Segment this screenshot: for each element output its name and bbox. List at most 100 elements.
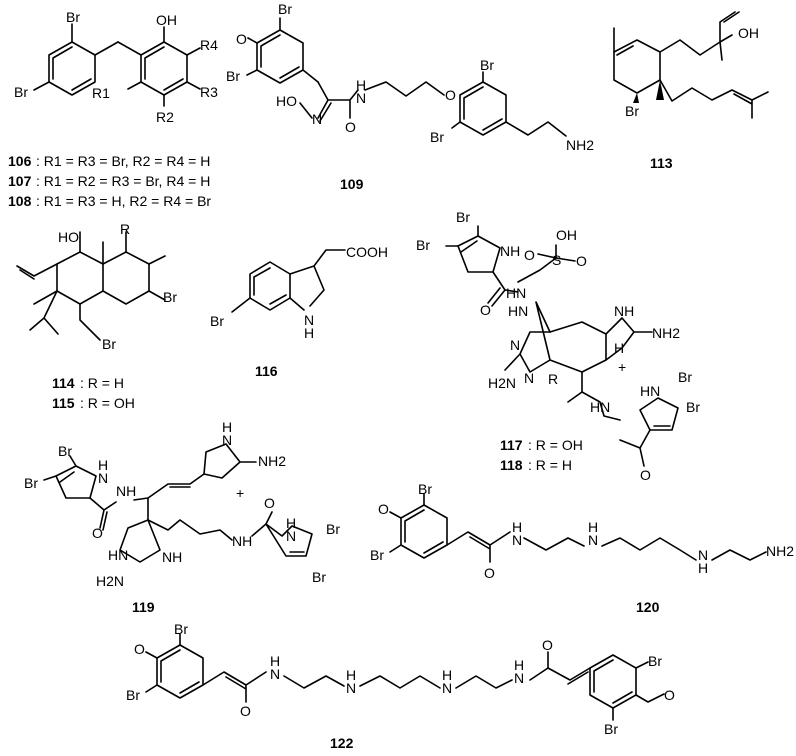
- atom-label: H: [698, 560, 708, 576]
- bond: [619, 429, 651, 467]
- bond: [613, 11, 740, 61]
- bond: [535, 301, 607, 373]
- bond: [400, 504, 448, 559]
- atom-label: S: [552, 252, 561, 268]
- atom-label: Br: [416, 237, 430, 253]
- atom-label: Br: [418, 481, 432, 497]
- atom-label: Br: [210, 313, 224, 329]
- atom-label: NH: [116, 483, 136, 499]
- compound-id: 120: [636, 599, 660, 615]
- compound-117-structure: [445, 225, 679, 467]
- atom-label: Br: [66, 9, 80, 25]
- atom-label: H: [514, 657, 524, 673]
- atom-label: HO: [276, 93, 297, 109]
- atom-label: H: [304, 325, 314, 341]
- bond: [639, 397, 679, 431]
- bond: [389, 493, 425, 553]
- bond: [52, 46, 92, 91]
- caption-114: 114 : R = H: [52, 375, 124, 391]
- atom-label: O: [524, 247, 535, 263]
- atom-label: O: [640, 467, 651, 483]
- compound-id: 107: [8, 173, 32, 189]
- atom-label: Br: [456, 209, 470, 225]
- atom-label: H: [614, 340, 624, 356]
- atom-label: NH2: [258, 453, 286, 469]
- atom-label: Br: [58, 443, 72, 459]
- atom-label: Br: [174, 621, 188, 637]
- compound-109-structure: [246, 17, 567, 137]
- bond: [202, 671, 267, 703]
- atom-label: H2N: [488, 375, 516, 391]
- bond: [140, 41, 188, 96]
- bond: [613, 39, 661, 94]
- bond: [102, 251, 150, 305]
- atom-label: O: [345, 119, 356, 135]
- compound-id: 113: [650, 155, 673, 171]
- atom-label: OH: [156, 12, 177, 28]
- compound-caption: : R = OH: [80, 395, 135, 411]
- atom-label: NH2: [566, 137, 594, 153]
- atom-label: H: [98, 457, 108, 473]
- atom-label: O: [480, 302, 491, 318]
- bond: [48, 41, 96, 96]
- atom-label: N: [510, 337, 520, 353]
- bond: [55, 465, 97, 499]
- compound-id: 122: [330, 735, 354, 751]
- atom-label: O: [576, 253, 587, 269]
- atom-label: N: [222, 432, 232, 448]
- bond: [517, 244, 576, 283]
- atom-label: HN: [590, 399, 610, 415]
- atom-label: O: [378, 501, 389, 517]
- atom-label: Br: [278, 1, 292, 17]
- caption-106: 106 : R1 = R3 = Br, R2 = R4 = H: [8, 153, 210, 169]
- compound-id: 118: [500, 457, 523, 473]
- caption-117: 117 : R = OH: [500, 437, 583, 453]
- atom-label: Br: [625, 103, 639, 119]
- compound-id: 115: [52, 395, 75, 411]
- atom-label: N: [346, 680, 356, 696]
- atom-label: H: [286, 515, 296, 531]
- caption-107: 107 : R1 = R2 = R3 = Br, R4 = H: [8, 173, 210, 189]
- atom-label: OH: [556, 227, 577, 243]
- atom-label: R: [120, 221, 130, 237]
- compound-caption: : R = H: [80, 375, 124, 391]
- compound-id: 114: [52, 375, 75, 391]
- atom-label: Br: [14, 84, 28, 100]
- atom-label: O: [236, 31, 247, 47]
- bond: [43, 455, 117, 531]
- bond: [659, 79, 769, 119]
- compound-id: 108: [8, 193, 32, 209]
- bond: [460, 240, 478, 253]
- atom-label: O: [484, 565, 495, 581]
- atom-label: HN: [506, 285, 526, 301]
- atom-label: Br: [163, 289, 177, 305]
- atom-label: H: [442, 667, 452, 683]
- compound-id: 116: [255, 363, 278, 379]
- atom-label: O: [240, 703, 251, 719]
- bond: [589, 654, 637, 709]
- atom-label: Br: [430, 129, 444, 145]
- atom-label: O: [664, 687, 675, 703]
- bond: [16, 263, 58, 305]
- bond: [203, 443, 257, 479]
- atom-label: N: [286, 528, 296, 544]
- bond: [145, 633, 181, 693]
- compound-caption: : R1 = R3 = H, R2 = R4 = Br: [36, 193, 211, 209]
- atom-label: HN: [508, 303, 528, 319]
- atom-label: N: [270, 666, 280, 682]
- bond: [283, 675, 513, 689]
- bond: [127, 26, 201, 107]
- atom-label: +: [236, 485, 244, 501]
- atom-label: H: [512, 519, 522, 535]
- bond: [246, 17, 319, 83]
- atom-label: N: [514, 670, 524, 686]
- atom-label: H: [356, 77, 366, 93]
- atom-label: O: [445, 87, 456, 103]
- atom-label: N: [98, 470, 108, 486]
- bond: [317, 81, 359, 122]
- atom-label: +: [618, 359, 626, 375]
- atom-label: H: [346, 667, 356, 683]
- compound-caption: : R = H: [528, 457, 572, 473]
